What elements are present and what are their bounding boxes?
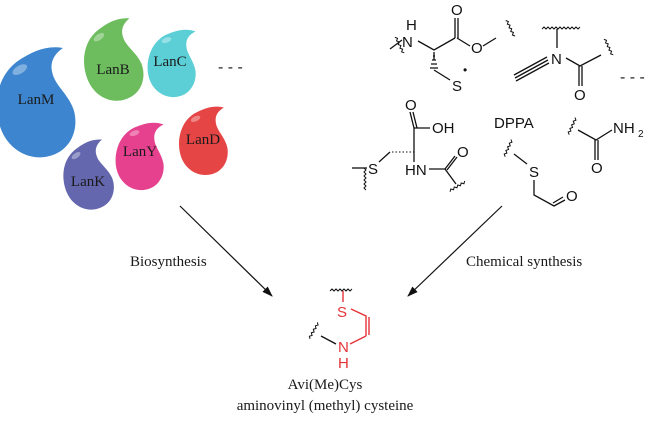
blob-highlight xyxy=(190,115,201,122)
enzyme-lank xyxy=(63,139,114,210)
arrow-chemical-synthesis xyxy=(407,205,503,297)
svg-text:N: N xyxy=(402,34,413,51)
product-full-name: aminovinyl (methyl) cysteine xyxy=(237,398,414,414)
enzyme-label-lanc: LanC xyxy=(153,54,186,70)
blob-highlight xyxy=(12,64,28,75)
blob-highlight xyxy=(129,130,140,137)
enzyme-blob xyxy=(84,18,144,101)
svg-text:O: O xyxy=(591,160,603,177)
svg-text:O: O xyxy=(471,40,483,57)
product-structure: S N H xyxy=(308,288,370,372)
svg-text:S: S xyxy=(529,164,539,181)
product-h-atom: H xyxy=(338,355,349,372)
svg-text:OH: OH xyxy=(432,120,455,137)
product-s-atom: S xyxy=(337,304,347,321)
label-biosynthesis: Biosynthesis xyxy=(130,254,207,270)
svg-text:O: O xyxy=(405,97,417,114)
enzyme-blob xyxy=(63,139,114,210)
enzyme-label-land: LanD xyxy=(186,132,220,148)
svg-text:2: 2 xyxy=(638,129,644,140)
enzyme-land xyxy=(178,106,228,176)
enzyme-lanb xyxy=(84,18,144,101)
svg-text:S: S xyxy=(452,78,462,95)
enzyme-ellipsis: - - - xyxy=(218,59,243,76)
label-dppa: DPPA xyxy=(494,115,534,132)
enzyme-lanm xyxy=(0,47,76,158)
svg-text:O: O xyxy=(566,188,578,205)
svg-text:O: O xyxy=(457,144,469,161)
svg-text:NH: NH xyxy=(613,120,635,137)
svg-text:O: O xyxy=(574,87,586,104)
blob-highlight xyxy=(71,151,81,160)
enzyme-blob xyxy=(0,47,76,158)
svg-text:N: N xyxy=(551,51,562,68)
blob-highlight xyxy=(93,32,105,42)
svg-text:H: H xyxy=(406,17,417,34)
enzyme-blob xyxy=(115,122,164,190)
structure-thiyl-radical: N H O O S • xyxy=(389,2,516,95)
svg-text:S: S xyxy=(368,161,378,178)
label-chemical-synthesis: Chemical synthesis xyxy=(466,254,582,270)
structure-cysteine-thioether: S O OH HN O xyxy=(352,97,469,192)
svg-text:•: • xyxy=(463,63,467,77)
enzyme-label-lanb: LanB xyxy=(96,62,129,78)
enzyme-lany xyxy=(115,122,164,190)
svg-text:O: O xyxy=(451,2,463,19)
enzyme-label-lank: LanK xyxy=(71,174,105,190)
product-name: Avi(Me)Cys xyxy=(288,377,363,393)
structure-ynamide: N O xyxy=(513,26,614,104)
enzyme-lanc xyxy=(147,29,196,97)
blob-highlight xyxy=(161,37,172,44)
enzyme-label-lany: LanY xyxy=(123,144,157,160)
enzyme-blob xyxy=(178,106,228,176)
arrow-biosynthesis xyxy=(179,205,273,297)
enzyme-label-lanm: LanM xyxy=(18,92,55,108)
structure-ellipsis: - - - xyxy=(620,69,645,86)
svg-text:HN: HN xyxy=(405,162,427,179)
product-n-atom: N xyxy=(338,339,349,356)
enzyme-blob xyxy=(147,29,196,97)
structure-thioether-aldehyde: S O xyxy=(503,139,578,207)
structure-amide: O NH 2 xyxy=(567,117,644,177)
